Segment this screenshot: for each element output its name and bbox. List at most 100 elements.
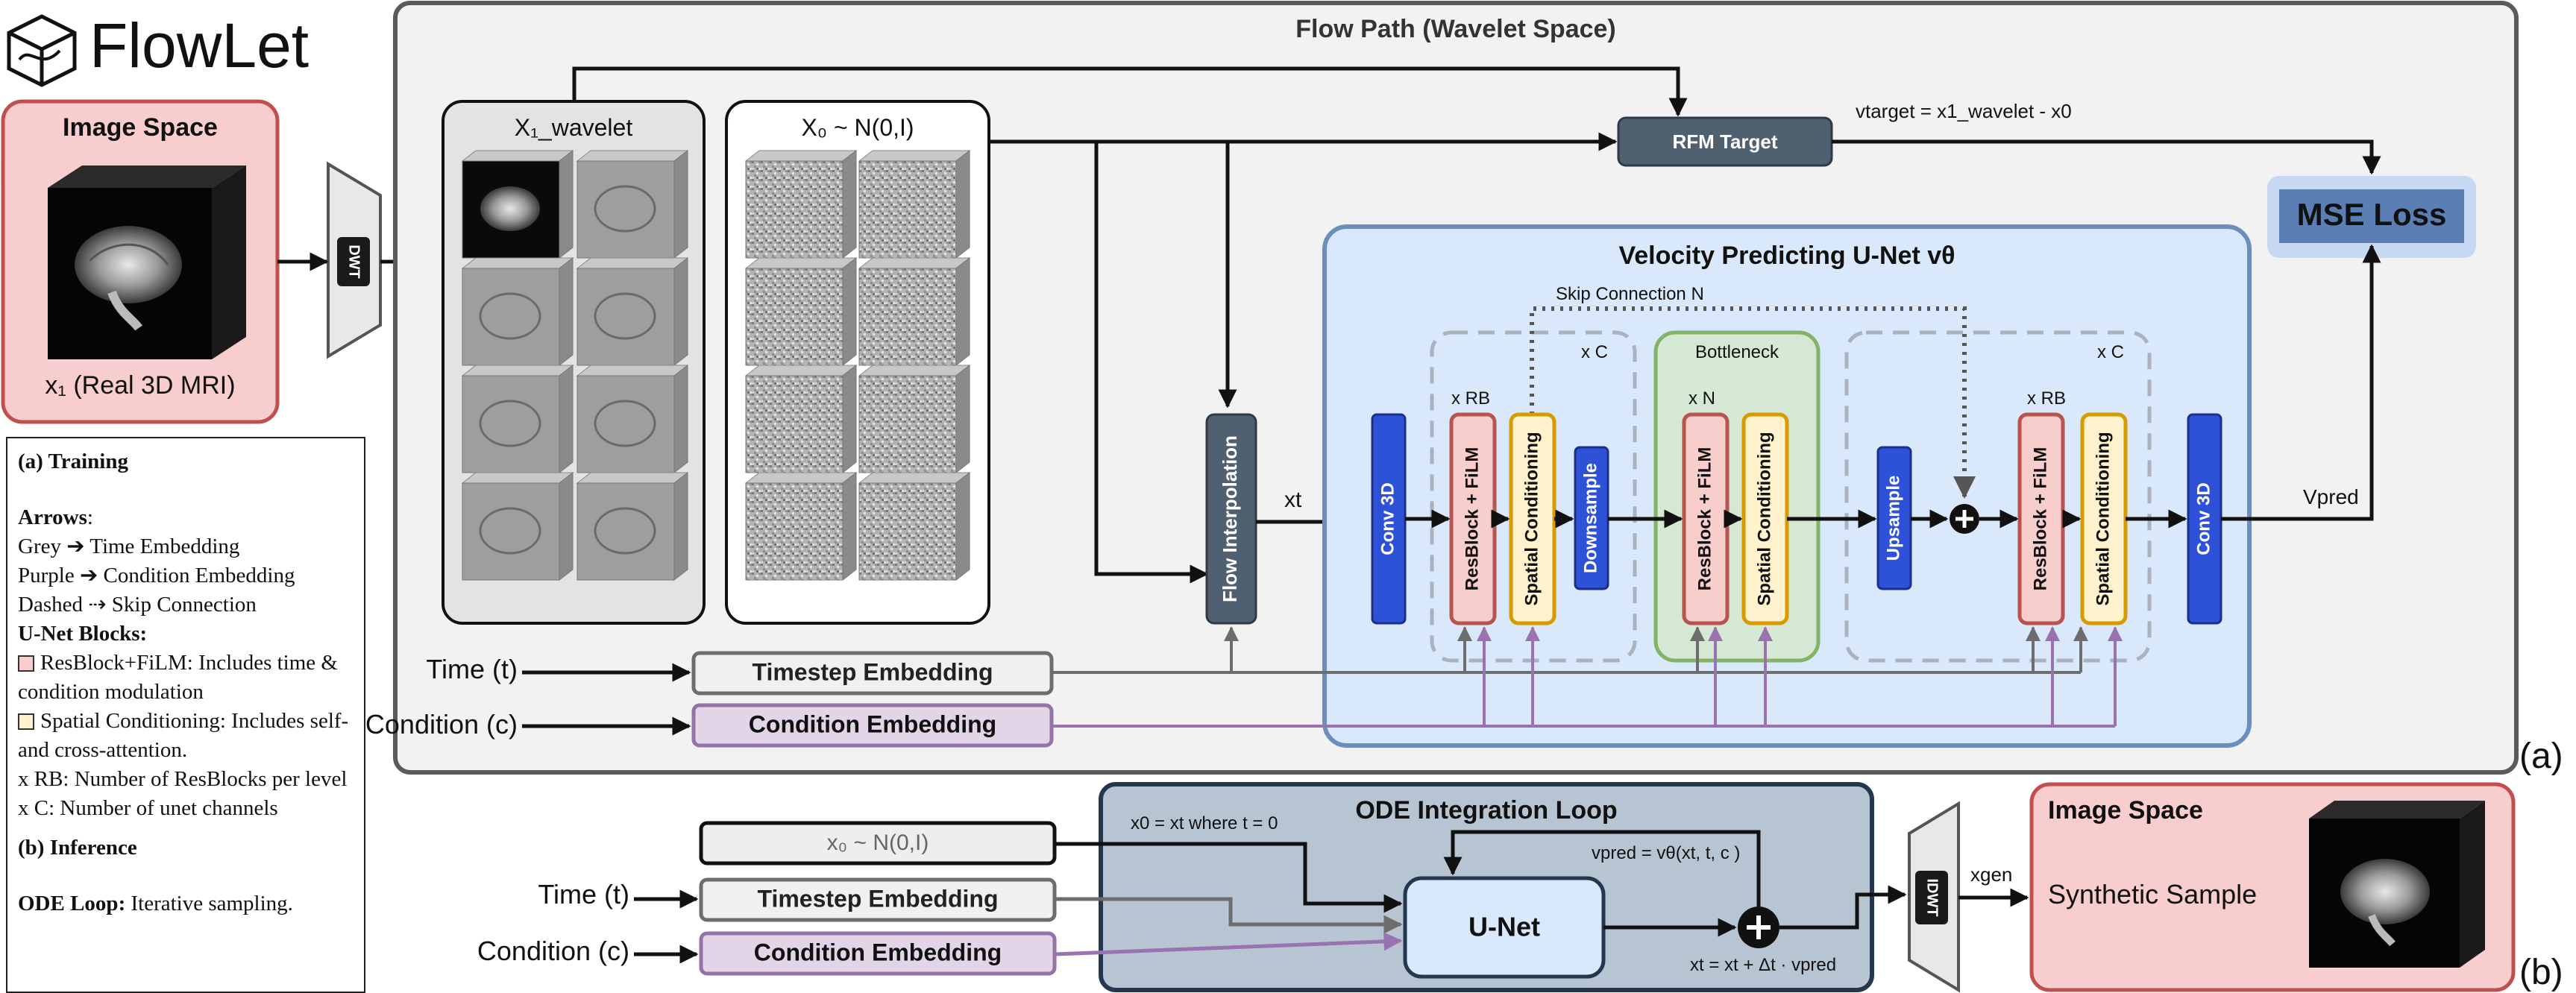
legend-arrow-purple: Purple ➔ Condition Embedding <box>18 564 295 587</box>
timestep-embedding-train: Timestep Embedding <box>691 651 1054 696</box>
bottleneck-title: Bottleneck <box>1695 342 1779 362</box>
timestep-embedding-train-label: Timestep Embedding <box>752 658 993 685</box>
condition-embedding-inference-label: Condition Embedding <box>754 939 1002 965</box>
noise-input-inference: x₀ ~ N(0,I) <box>699 821 1057 866</box>
downsample-block: Downsample <box>1574 446 1609 590</box>
spatial-conditioning-left: Spatial Conditioning <box>1509 412 1556 625</box>
conv3d-in-block: Conv 3D <box>1371 413 1407 625</box>
mse-loss-block: MSE Loss <box>2267 176 2476 258</box>
legend-arrow-grey: Grey ➔ Time Embedding <box>18 535 240 558</box>
logo-cube-icon <box>7 14 77 87</box>
wavelet-cube <box>576 256 689 367</box>
unet-title: Velocity Predicting U-Net vθ <box>1618 242 1955 270</box>
image-space-title: Image Space <box>63 113 218 142</box>
noise-cube <box>744 471 858 581</box>
dwt-block: DWT <box>327 161 382 359</box>
timestep-embedding-inference: Timestep Embedding <box>699 877 1057 922</box>
decoder-group <box>1844 330 2152 663</box>
spatial-conditioning-right: Spatial Conditioning <box>2080 412 2128 625</box>
legend-block-spatial: Spatial Conditioning: Includes self- and… <box>18 709 349 762</box>
legend-blocks-title: U-Net Blocks: <box>18 622 148 646</box>
condition-embedding-train-label: Condition Embedding <box>749 710 996 737</box>
spatial-right-label: Spatial Conditioning <box>2093 432 2113 605</box>
ode-add-node <box>1738 907 1779 948</box>
legend-arrows-heading: Arrows: <box>18 503 354 532</box>
dwt-label: DWT <box>346 245 362 279</box>
condition-embedding-train: Condition Embedding <box>691 703 1054 748</box>
xgen-label: xgen <box>1970 863 2012 886</box>
legend-block-spatial-row: Spatial Conditioning: Includes self- and… <box>18 707 354 765</box>
xrb-left-label: x RB <box>1451 388 1490 409</box>
xrb-right-label: x RB <box>2027 388 2066 409</box>
ode-loop-title: ODE Integration Loop <box>1355 796 1617 825</box>
noise-cube <box>858 256 971 367</box>
resblock-right-label: ResBlock + FiLM <box>2030 447 2050 591</box>
skip-add-node <box>1950 504 1979 534</box>
flow-interpolation-label: Flow Interpolation <box>1219 435 1241 602</box>
noise-cube <box>744 256 858 367</box>
condition-inference-label: Condition (c) <box>477 936 629 966</box>
unet-inference-label: U-Net <box>1468 912 1540 942</box>
noise-cube <box>858 364 971 474</box>
resblock-film-bottleneck: ResBlock + FiLM <box>1682 412 1730 625</box>
rfm-target-block: RFM Target <box>1617 116 1833 167</box>
spatial-left-label: Spatial Conditioning <box>1521 432 1542 605</box>
spatial-conditioning-bottleneck: Spatial Conditioning <box>1741 412 1789 625</box>
xt-label: xt <box>1284 488 1302 512</box>
panel-b-tag: (b) <box>2519 953 2563 992</box>
noise-cube <box>858 471 971 581</box>
image-space-output-caption: Synthetic Sample <box>2048 879 2257 910</box>
idwt-label: IDWT <box>1924 878 1941 916</box>
resblock-film-right: ResBlock + FiLM <box>2017 412 2065 625</box>
legend-arrows-colon: : <box>87 505 93 529</box>
resblock-left-label: ResBlock + FiLM <box>1462 447 1482 591</box>
mse-loss-label: MSE Loss <box>2297 197 2447 232</box>
image-space-output: Image Space Synthetic Sample <box>2029 782 2516 992</box>
skip-connection-label: Skip Connection N <box>1556 284 1704 304</box>
noise-cube <box>744 364 858 474</box>
upsample-label: Upsample <box>1883 476 1903 561</box>
logo-text: FlowLet <box>89 10 309 81</box>
spatial-swatch <box>18 713 34 730</box>
resblock-film-left: ResBlock + FiLM <box>1449 412 1497 625</box>
legend-ode-bold: ODE Loop: <box>18 892 126 915</box>
flow-interpolation-block: Flow Interpolation <box>1205 413 1257 625</box>
unet-inference-block: U-Net <box>1403 876 1606 979</box>
legend-inference-title: (b) Inference <box>18 836 137 860</box>
conv3d-in-label: Conv 3D <box>1377 482 1398 555</box>
conv3d-out-block: Conv 3D <box>2187 413 2222 625</box>
resblock-swatch <box>18 655 34 672</box>
wavelet-cube <box>461 149 574 259</box>
rfm-target-label: RFM Target <box>1672 130 1777 153</box>
legend-training-title: (a) Training <box>18 450 128 473</box>
ode-init-note: x0 = xt where t = 0 <box>1131 813 1278 833</box>
image-space-caption: x₁ (Real 3D MRI) <box>45 371 235 400</box>
xc-right-label: x C <box>2097 342 2124 362</box>
xc-left-label: x C <box>1581 342 1608 362</box>
condition-embedding-inference: Condition Embedding <box>699 931 1057 976</box>
noise-cube <box>744 149 858 259</box>
wavelet-cube <box>461 364 574 474</box>
legend-block-res-row: ResBlock+FiLM: Includes time & condition… <box>18 649 354 707</box>
xn-label: x N <box>1688 388 1715 409</box>
image-space-input: Image Space x₁ (Real 3D MRI) <box>1 99 280 424</box>
upsample-block: Upsample <box>1876 446 1912 590</box>
legend-box: (a) Training Arrows: Grey ➔ Time Embeddi… <box>6 437 365 993</box>
legend-block-res: ResBlock+FiLM: Includes time & condition… <box>18 651 338 704</box>
time-inference-label: Time (t) <box>538 879 629 910</box>
legend-xrb-def: x RB: Number of ResBlocks per level <box>18 767 348 791</box>
condition-embedding-arrows <box>1052 626 2123 728</box>
noise-box: X₀ ~ N(0,I) <box>725 100 990 625</box>
flowlet-logo: FlowLet <box>7 10 309 87</box>
legend-ode-row: ODE Loop: Iterative sampling. <box>18 889 354 918</box>
rfm-target-formula: vtarget = x1_wavelet - x0 <box>1856 100 2072 122</box>
bottleneck-group: Bottleneck <box>1653 330 1821 663</box>
vpred-formula: vpred = vθ(xt, t, c ) <box>1592 843 1740 863</box>
wavelet-cube <box>461 471 574 581</box>
wavelet-cube <box>461 256 574 367</box>
skip-connection-line <box>1530 306 1976 499</box>
conv3d-out-label: Conv 3D <box>2193 482 2214 555</box>
wavelet-cube <box>576 149 689 259</box>
noise-input-inference-label: x₀ ~ N(0,I) <box>827 830 929 855</box>
